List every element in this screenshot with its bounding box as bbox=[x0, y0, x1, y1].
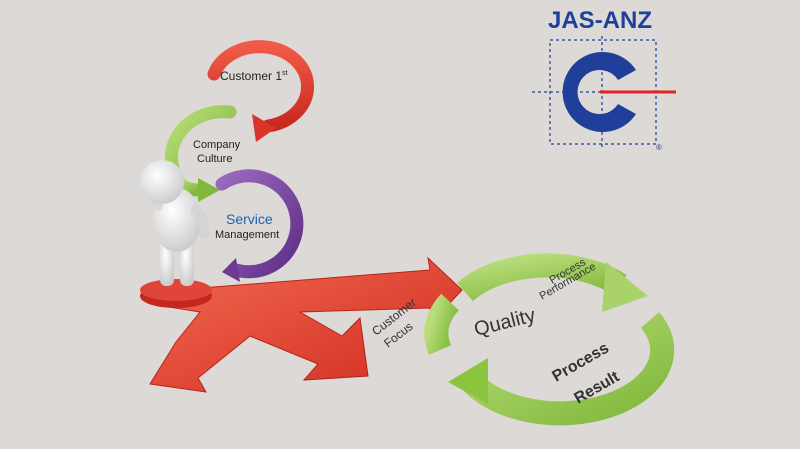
company-culture-label-line1: Company bbox=[193, 139, 241, 151]
jas-anz-logo-text: JAS-ANZ bbox=[548, 7, 652, 34]
quality-top-arrowhead-icon bbox=[602, 262, 648, 312]
figure-head-icon bbox=[140, 160, 184, 204]
customer-first-label: Customer 1st bbox=[220, 69, 288, 83]
customer-first-cycle: Customer 1st bbox=[207, 40, 315, 142]
service-management-cycle: Service Management bbox=[215, 169, 304, 282]
company-culture-label-line2: Culture bbox=[197, 153, 232, 165]
c-mark-icon bbox=[562, 52, 636, 132]
quality-bottom-arrowhead-icon bbox=[448, 358, 488, 404]
figure-body-icon bbox=[153, 188, 201, 252]
big-red-arrow bbox=[149, 256, 463, 393]
management-label: Management bbox=[215, 229, 279, 241]
registered-mark: ® bbox=[656, 143, 662, 152]
service-label: Service bbox=[226, 211, 273, 227]
thinking-figure bbox=[134, 160, 212, 308]
jas-anz-logo: JAS-ANZ ® bbox=[532, 7, 676, 152]
quality-label: Quality bbox=[472, 304, 538, 340]
purple-arrowhead-icon bbox=[222, 258, 240, 282]
green-arrowhead-icon bbox=[198, 178, 220, 202]
red-branch-arrow-icon bbox=[149, 256, 463, 393]
red-arrowhead-icon bbox=[252, 114, 276, 142]
